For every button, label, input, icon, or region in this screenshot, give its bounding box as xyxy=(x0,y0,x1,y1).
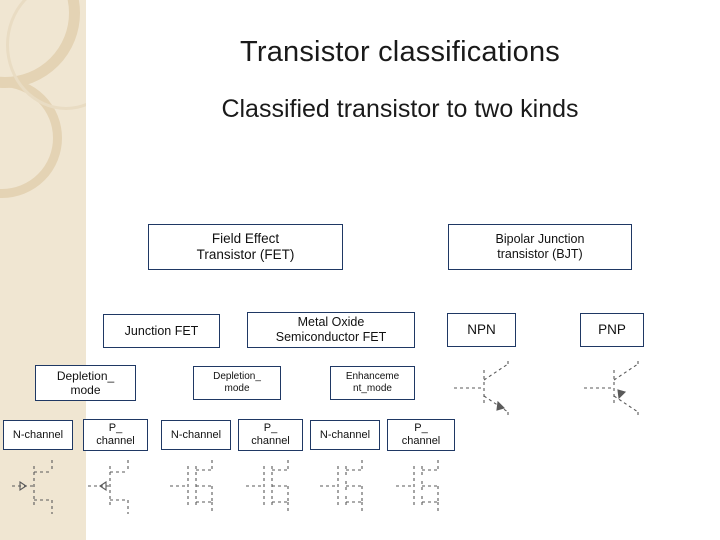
page-title: Transistor classifications xyxy=(240,36,560,68)
box-jfet-n-channel[interactable]: N-channel xyxy=(3,420,73,450)
symbol-mosfet-depletion-n-channel xyxy=(166,456,230,518)
box-npn[interactable]: NPN xyxy=(447,313,516,347)
symbol-mosfet-enhancement-p-channel xyxy=(392,456,456,518)
box-mosfet-depletion-p-channel[interactable]: P_ channel xyxy=(238,419,303,451)
box-field-effect-transistor[interactable]: Field Effect Transistor (FET) xyxy=(148,224,343,270)
box-mosfet-enhancement-n-channel[interactable]: N-channel xyxy=(310,420,380,450)
box-mosfet-depletion-mode[interactable]: Depletion_ mode xyxy=(193,366,281,400)
band-edge-divider xyxy=(86,0,88,540)
box-pnp[interactable]: PNP xyxy=(580,313,644,347)
symbol-jfet-n-channel xyxy=(8,456,72,518)
box-jfet-p-channel[interactable]: P_ channel xyxy=(83,419,148,451)
box-mosfet-enhancement-mode[interactable]: Enhanceme nt_mode xyxy=(330,366,415,400)
decorative-left-band xyxy=(0,0,86,540)
box-mosfet[interactable]: Metal Oxide Semiconductor FET xyxy=(247,312,415,348)
box-mosfet-enhancement-p-channel[interactable]: P_ channel xyxy=(387,419,455,451)
symbol-mosfet-enhancement-n-channel xyxy=(316,456,380,518)
box-junction-fet[interactable]: Junction FET xyxy=(103,314,220,348)
box-jfet-depletion-mode[interactable]: Depletion_ mode xyxy=(35,365,136,401)
symbol-mosfet-depletion-p-channel xyxy=(242,456,306,518)
box-mosfet-depletion-n-channel[interactable]: N-channel xyxy=(161,420,231,450)
box-bipolar-junction-transistor[interactable]: Bipolar Junction transistor (BJT) xyxy=(448,224,632,270)
page-subtitle: Classified transistor to two kinds xyxy=(221,95,579,123)
symbol-pnp-transistor xyxy=(578,358,674,420)
symbol-npn-transistor xyxy=(448,358,544,420)
symbol-jfet-p-channel xyxy=(84,456,148,518)
